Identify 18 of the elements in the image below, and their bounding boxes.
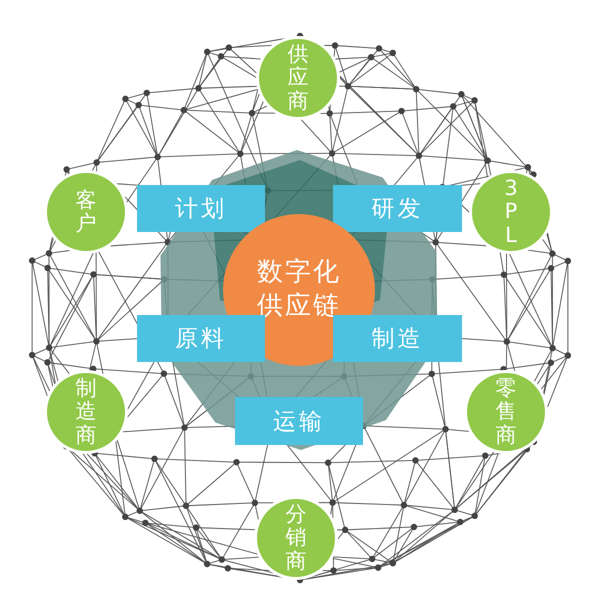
partner-label: 分销商 [286,503,306,573]
partner-circle [254,496,338,580]
partner-label: 3PL [503,177,519,247]
partner-label: 制造商 [76,377,96,447]
process-box [333,315,462,362]
box-label: 计划 [175,195,227,224]
partner-label: 零售商 [496,377,516,447]
core-label: 数字化供应链 [256,256,342,323]
box-label: 运输 [273,408,325,436]
box-label: 制造 [372,325,424,354]
partner-label: 供应商 [288,43,308,113]
process-box [235,397,363,445]
box-label: 研发 [372,195,424,224]
partner-circle [464,370,548,454]
box-label: 原料 [175,325,227,354]
partner-label: 客户 [76,188,96,236]
process-box [137,185,265,232]
process-box [333,185,462,232]
